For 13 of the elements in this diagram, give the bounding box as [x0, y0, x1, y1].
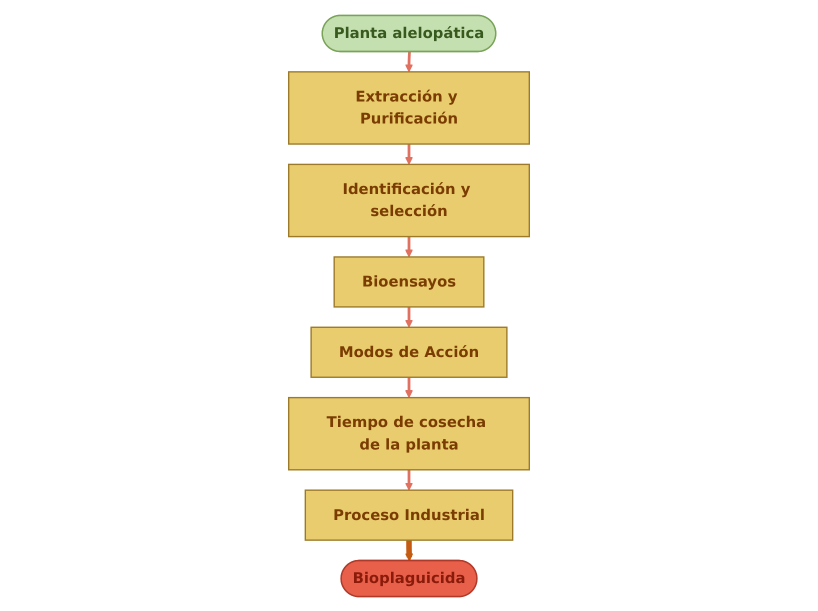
arrow: [405, 538, 414, 561]
arrow: [404, 306, 414, 328]
node-box: Extracción y Purificación: [288, 70, 530, 144]
node-box: Modos de Acción: [310, 326, 508, 378]
arrow: [404, 376, 414, 398]
arrow: [404, 469, 414, 490]
arrow: [404, 144, 414, 164]
arrow: [404, 51, 414, 72]
node-box: Tiempo de cosecha de la planta: [288, 396, 530, 470]
node-box: Bioensayos: [333, 256, 485, 308]
node-box: Proceso Industrial: [304, 488, 514, 540]
node-box: Identificación y selección: [288, 163, 530, 237]
arrow: [404, 236, 414, 257]
